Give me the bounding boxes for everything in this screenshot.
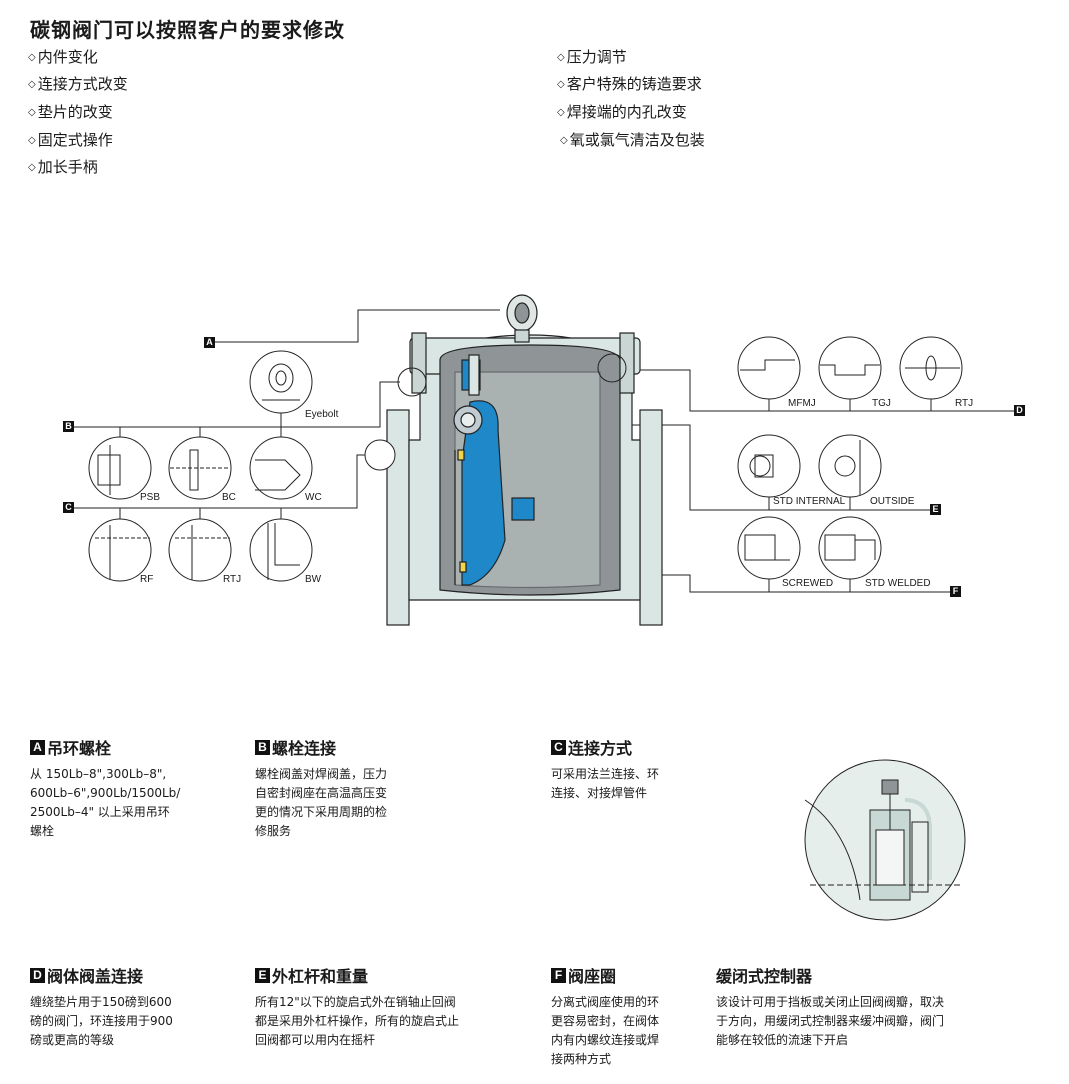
marker-e: E bbox=[930, 504, 941, 515]
section-line: 更容易密封，在阀体 bbox=[551, 1014, 660, 1028]
end-label-rtj: RTJ bbox=[223, 574, 242, 585]
bonnet-label-bc: BC bbox=[222, 492, 236, 503]
option-item: ◇内件变化 bbox=[28, 48, 98, 66]
marker-b: B bbox=[63, 421, 74, 432]
option-item: ◇压力调节 bbox=[557, 48, 627, 66]
section-line: 回阀都可以用内在摇杆 bbox=[255, 1033, 376, 1047]
option-item: ◇焊接端的内孔改变 bbox=[557, 103, 687, 121]
section-controller: 缓闭式控制器 该设计可用于挡板或关闭止回阀阀瓣，取决于方向，用缓闭式控制器来缓冲… bbox=[716, 963, 1046, 1050]
section-line: 所有12"以下的旋启式外在销轴止回阀 bbox=[255, 995, 456, 1009]
eyebolt-label: Eyebolt bbox=[305, 409, 339, 420]
section-line: 修服务 bbox=[255, 824, 292, 838]
section-line: 接两种方式 bbox=[551, 1052, 612, 1066]
section-line: 分离式阀座使用的环 bbox=[551, 995, 660, 1009]
hinge-label-internal: STD INTERNAL bbox=[773, 496, 846, 507]
marker-c: C bbox=[63, 502, 74, 513]
section-title: 连接方式 bbox=[568, 739, 633, 758]
section-line: 自密封阀座在高温高压变 bbox=[255, 786, 388, 800]
section-line: 可采用法兰连接、环 bbox=[551, 767, 660, 781]
section-line: 内有内螺纹连接或焊 bbox=[551, 1033, 660, 1047]
option-item: ◇固定式操作 bbox=[28, 131, 113, 149]
section-line: 2500Lb–4" 以上采用吊环 bbox=[30, 805, 170, 819]
section-title: 吊环螺栓 bbox=[47, 739, 112, 758]
section-badge: D bbox=[30, 967, 45, 983]
marker-a: A bbox=[204, 337, 215, 348]
marker-f: F bbox=[950, 586, 961, 597]
marker-d: D bbox=[1014, 405, 1025, 416]
section-line: 磅或更高的等级 bbox=[30, 1033, 115, 1047]
section-badge: B bbox=[255, 739, 270, 755]
section-line: 磅的阀门，环连接用于900 bbox=[30, 1014, 173, 1028]
option-item: ◇加长手柄 bbox=[28, 158, 98, 176]
end-label-rf: RF bbox=[140, 574, 154, 585]
option-item: ◇连接方式改变 bbox=[28, 75, 128, 93]
seat-label-welded: STD WELDED bbox=[865, 578, 931, 589]
section-badge: C bbox=[551, 739, 566, 755]
hinge-label-outside: OUTSIDE bbox=[870, 496, 915, 507]
section-line: 从 150Lb–8",300Lb–8", bbox=[30, 767, 167, 781]
section-line: 连接、对接焊管件 bbox=[551, 786, 648, 800]
section-line: 都是采用外杠杆操作，所有的旋启式止 bbox=[255, 1014, 460, 1028]
option-item: ◇垫片的改变 bbox=[28, 103, 113, 121]
section-line: 更的情况下采用周期的检 bbox=[255, 805, 388, 819]
section-badge: F bbox=[551, 967, 566, 983]
bonnet-label-psb: PSB bbox=[140, 492, 161, 503]
section-title: 外杠杆和重量 bbox=[272, 967, 369, 986]
section-line: 于方向，用缓闭式控制器来缓冲阀瓣，阀门 bbox=[716, 1014, 945, 1028]
end-label-bw: BW bbox=[305, 574, 322, 585]
gasket-label-tgj: TGJ bbox=[872, 398, 891, 409]
gasket-label-rtj: RTJ bbox=[955, 398, 974, 409]
section-line: 该设计可用于挡板或关闭止回阀阀瓣，取决 bbox=[716, 995, 945, 1009]
section-title: 螺栓连接 bbox=[272, 739, 337, 758]
section-line: 螺栓阀盖对焊阀盖，压力 bbox=[255, 767, 388, 781]
section-line: 螺栓 bbox=[30, 824, 55, 838]
bonnet-label-wc: WC bbox=[305, 492, 322, 503]
section-line: 600Lb–6",900Lb/1500Lb/ bbox=[30, 786, 181, 800]
section-title: 阀体阀盖连接 bbox=[47, 967, 144, 986]
section-badge: E bbox=[255, 967, 270, 983]
section-title: 阀座圈 bbox=[568, 967, 617, 986]
section-title: 缓闭式控制器 bbox=[716, 967, 813, 986]
page-title: 碳钢阀门可以按照客户的要求修改 bbox=[30, 18, 345, 42]
section-badge: A bbox=[30, 739, 45, 755]
gasket-label-mfmj: MFMJ bbox=[788, 398, 816, 409]
section-line: 能够在较低的流速下开启 bbox=[716, 1033, 849, 1047]
section-line: 缠绕垫片用于150磅到600 bbox=[30, 995, 172, 1009]
option-item: ◇客户特殊的铸造要求 bbox=[557, 75, 702, 93]
option-item: ◇氧或氯气清洁及包装 bbox=[560, 131, 705, 149]
seat-label-screwed: SCREWED bbox=[782, 578, 834, 589]
